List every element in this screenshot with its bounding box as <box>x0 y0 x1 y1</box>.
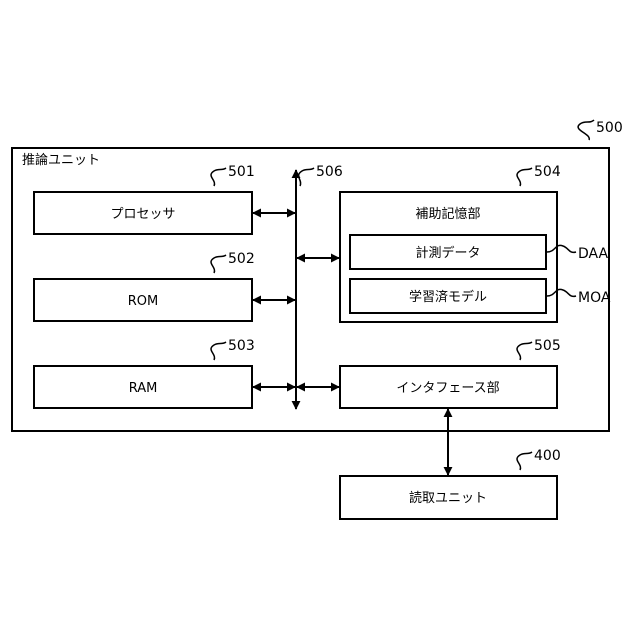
storage-label: 補助記憶部 <box>415 206 480 222</box>
interface-leader <box>517 342 532 360</box>
measurement-data-label: 計測データ <box>415 245 480 261</box>
processor-leader <box>211 168 226 186</box>
rom-label: ROM <box>128 294 158 309</box>
measurement-data-leader <box>547 245 576 252</box>
interface-label: インタフェース部 <box>396 381 499 396</box>
storage-ref: 504 <box>534 164 561 180</box>
trained-model-label: 学習済モデル <box>409 289 487 305</box>
ram-leader <box>211 342 226 360</box>
measurement-data-tag: DAA <box>578 246 609 262</box>
reader-unit-leader <box>517 452 532 470</box>
rom-leader <box>211 255 226 273</box>
interface-ref: 505 <box>534 338 561 354</box>
storage-leader <box>517 168 532 186</box>
ram-ref: 503 <box>228 338 255 354</box>
inference-unit-leader <box>578 120 594 140</box>
ram-label: RAM <box>129 381 158 396</box>
trained-model-tag: MOA <box>578 290 611 306</box>
bus-leader <box>299 168 314 186</box>
processor-label: プロセッサ <box>110 207 175 222</box>
rom-ref: 502 <box>228 251 255 267</box>
bus-ref: 506 <box>316 164 343 180</box>
inference-unit-ref: 500 <box>596 120 623 136</box>
inference-unit-label: 推論ユニット <box>22 152 100 168</box>
inference-unit-box <box>12 148 609 431</box>
reader-unit-label: 読取ユニット <box>409 490 487 506</box>
trained-model-leader <box>547 289 576 296</box>
reader-unit-ref: 400 <box>534 448 561 464</box>
processor-ref: 501 <box>228 164 255 180</box>
